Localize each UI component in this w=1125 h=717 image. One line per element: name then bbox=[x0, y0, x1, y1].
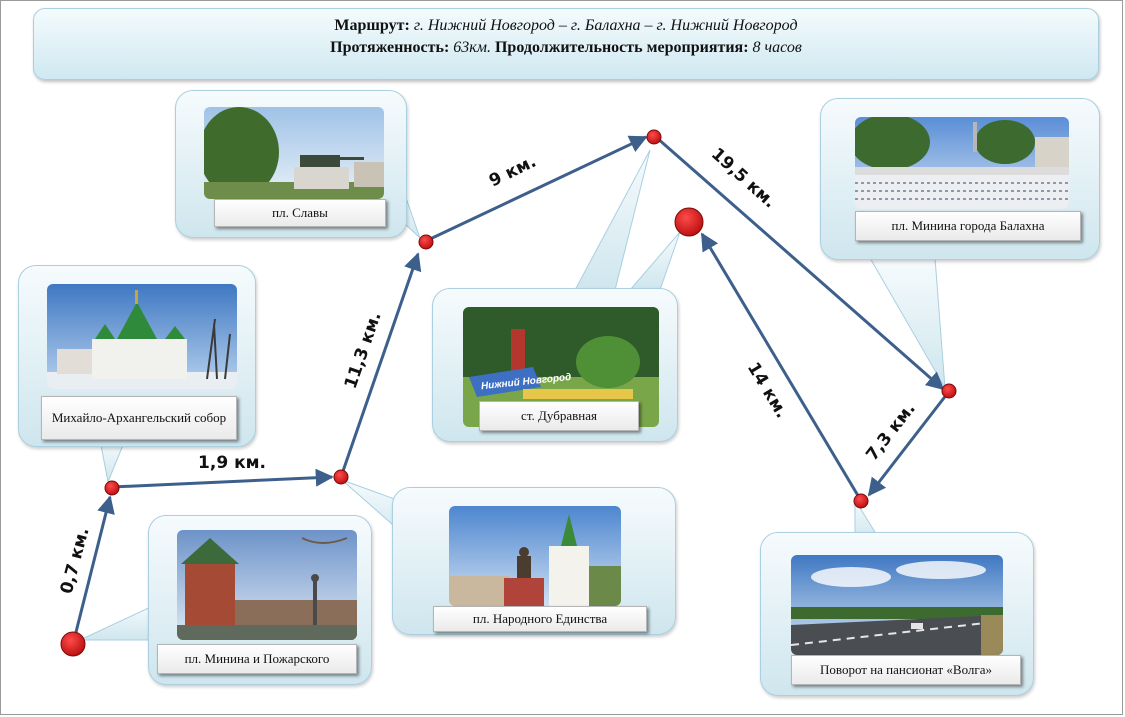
node-dubravnaya bbox=[646, 129, 662, 145]
node-balakhna-square bbox=[941, 383, 957, 399]
duration-label: Продолжительность мероприятия: bbox=[494, 39, 749, 56]
glory-image bbox=[204, 107, 384, 199]
length-line: Протяженность: 63км. Продолжительность м… bbox=[34, 39, 1098, 57]
route-segment-1 bbox=[72, 495, 115, 641]
route-label: Маршрут: bbox=[334, 17, 410, 34]
route-segment-6 bbox=[867, 393, 949, 497]
photo-kremlin bbox=[177, 530, 357, 640]
caption-balakhna-square: пл. Минина города Балахна bbox=[855, 211, 1081, 241]
photo-cathedral bbox=[47, 284, 237, 389]
node-finish bbox=[674, 207, 704, 237]
caption-cathedral: Михайло-Архангельский собор bbox=[41, 396, 237, 440]
route-segment-4 bbox=[427, 135, 648, 242]
node-glory-square bbox=[418, 234, 434, 250]
caption-glory-square: пл. Славы bbox=[214, 199, 386, 227]
node-cathedral bbox=[104, 480, 120, 496]
balakhna-image bbox=[855, 117, 1069, 209]
caption-dubravnaya: ст. Дубравная bbox=[479, 401, 639, 431]
kremlin-image bbox=[177, 530, 357, 640]
distance-label-5: 19,5 км. bbox=[707, 144, 780, 212]
callout-glory-square: пл. Славы bbox=[175, 90, 407, 238]
unity-image bbox=[449, 506, 621, 606]
route-segment-7 bbox=[700, 232, 862, 500]
cathedral-image bbox=[47, 284, 237, 389]
route-header: Маршрут: г. Нижний Новгород – г. Балахна… bbox=[33, 8, 1099, 80]
route-segment-3 bbox=[340, 252, 422, 475]
length-label: Протяженность: bbox=[330, 39, 450, 56]
node-volga-turn bbox=[853, 493, 869, 509]
route-line: Маршрут: г. Нижний Новгород – г. Балахна… bbox=[34, 17, 1098, 35]
caption-minin-square: пл. Минина и Пожарского bbox=[157, 644, 357, 674]
route-value: г. Нижний Новгород – г. Балахна – г. Ниж… bbox=[413, 17, 798, 34]
distance-label-7: 14 км. bbox=[743, 359, 792, 422]
route-segment-2 bbox=[111, 468, 334, 489]
photo-unity bbox=[449, 506, 621, 606]
distance-label-2: 1,9 км. bbox=[198, 453, 266, 473]
distance-label-4: 9 км. bbox=[486, 152, 539, 192]
caption-unity-square: пл. Народного Единства bbox=[433, 606, 647, 632]
distance-label-3: 11,3 км. bbox=[341, 309, 386, 391]
node-minin-square bbox=[60, 631, 86, 657]
distance-label-6: 7,3 км. bbox=[862, 399, 920, 465]
volga-image bbox=[791, 555, 1003, 655]
callout-balakhna-square: пл. Минина города Балахна bbox=[820, 98, 1100, 260]
callout-minin-square: пл. Минина и Пожарского bbox=[148, 515, 372, 685]
callout-volga-turn: Поворот на пансионат «Волга» bbox=[760, 532, 1034, 696]
node-unity-square bbox=[333, 469, 349, 485]
route-segment-5 bbox=[656, 136, 945, 391]
callout-unity-square: пл. Народного Единства bbox=[392, 487, 676, 635]
duration-value: 8 часов bbox=[752, 39, 802, 56]
photo-volga bbox=[791, 555, 1003, 655]
length-value: 63км. bbox=[453, 39, 491, 56]
caption-volga-turn: Поворот на пансионат «Волга» bbox=[791, 655, 1021, 685]
callout-cathedral: Михайло-Архангельский собор bbox=[18, 265, 256, 447]
photo-balakhna bbox=[855, 117, 1069, 209]
callout-dubravnaya: Нижний Новгород ст. Дубравная bbox=[432, 288, 678, 442]
photo-glory bbox=[204, 107, 384, 199]
